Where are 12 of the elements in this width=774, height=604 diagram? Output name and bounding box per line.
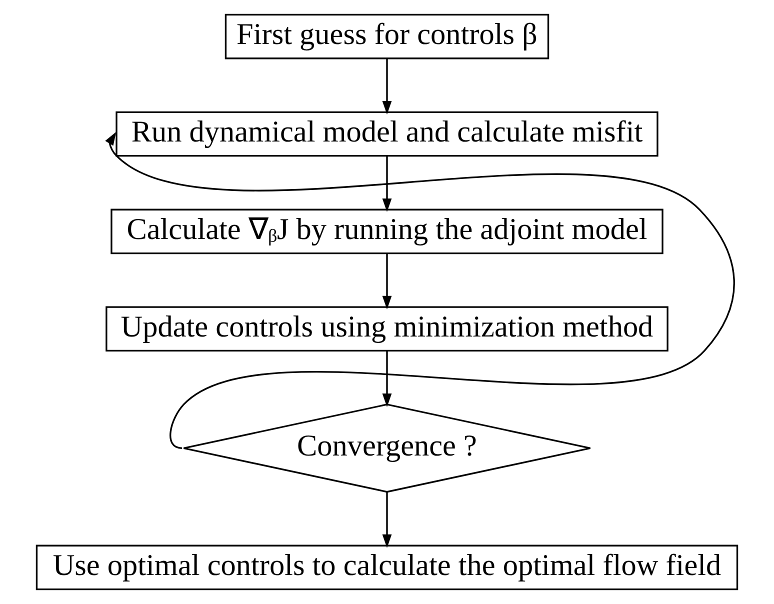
arrow (382, 58, 392, 114)
arrow (105, 132, 735, 449)
node-box: Update controls using minimization method (106, 306, 668, 352)
node-box: First guess for controls β (224, 14, 550, 60)
node-diamond: Convergence ? (182, 404, 592, 493)
arrow (382, 350, 392, 407)
node-box: Calculate ∇ᵦJ by running the adjoint model (110, 208, 664, 254)
arrow (382, 492, 392, 548)
node-box: Run dynamical model and calculate misfit (116, 111, 658, 157)
arrow (382, 254, 392, 310)
node-box: Use optimal controls to calculate the optimal flow field (36, 544, 738, 590)
arrow (382, 156, 392, 212)
